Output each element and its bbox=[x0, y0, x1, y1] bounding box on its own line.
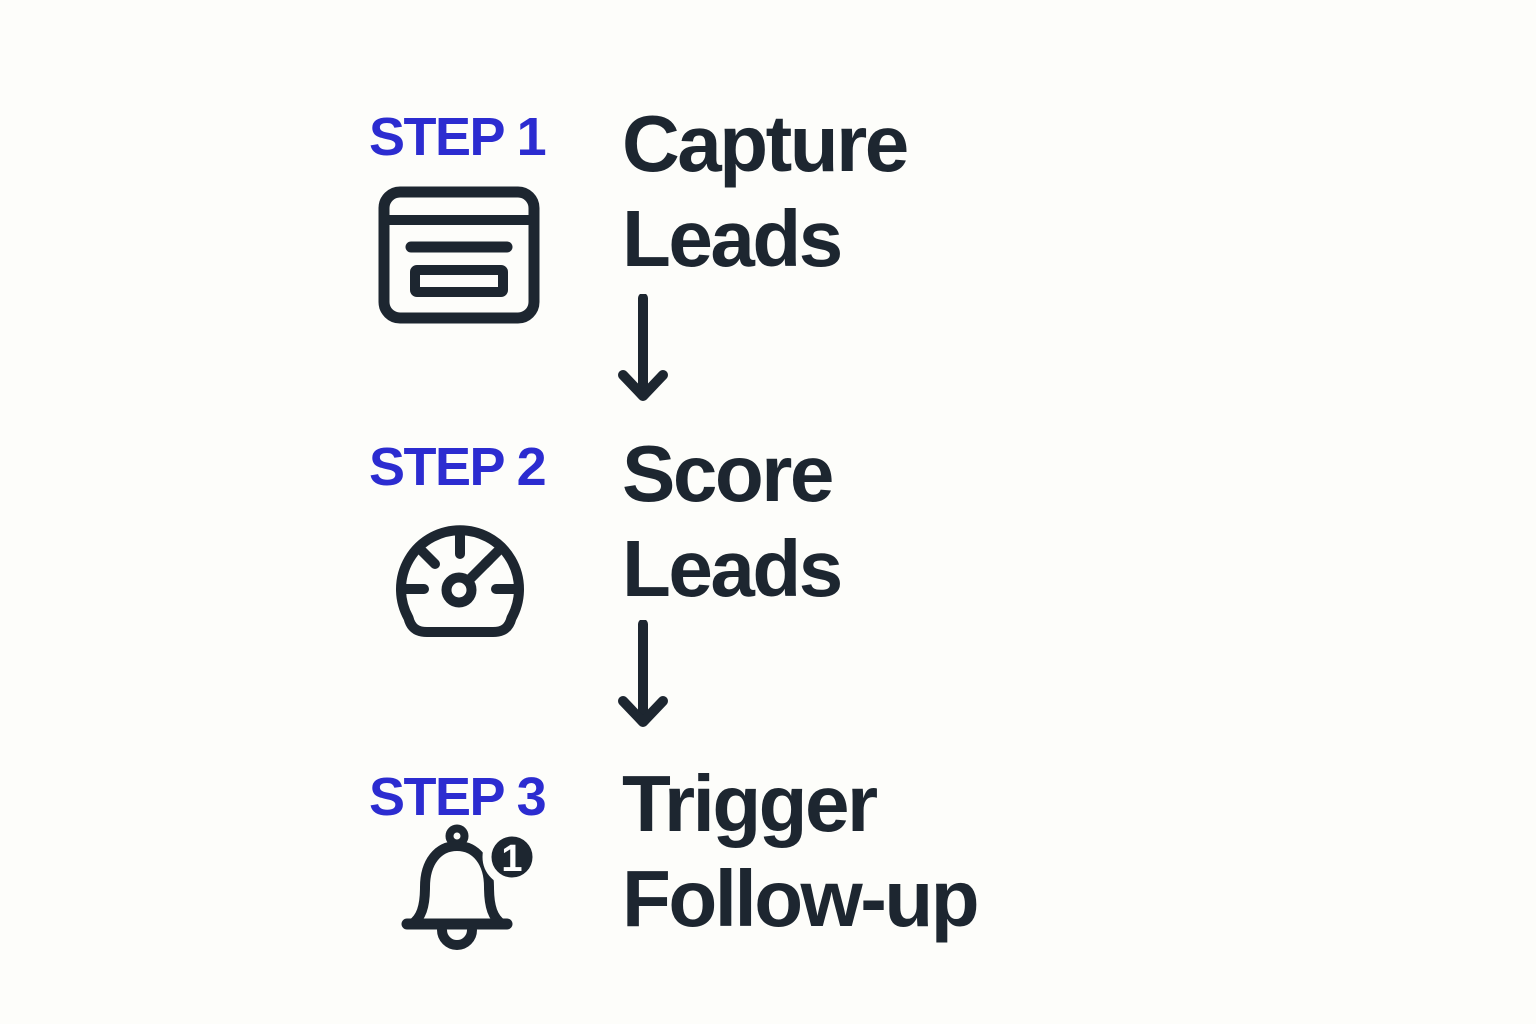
speedometer-icon bbox=[396, 525, 524, 637]
step-2-label: STEP 2 bbox=[369, 437, 547, 497]
step-3-title-line-1: Trigger bbox=[622, 759, 878, 848]
notification-badge: 1 bbox=[482, 827, 542, 887]
step-3-title-line-2: Follow-up bbox=[622, 854, 980, 943]
down-arrow-icon bbox=[618, 620, 668, 727]
step-2-title: Score Leads bbox=[622, 426, 843, 616]
down-arrow-icon bbox=[618, 294, 668, 401]
step-1-title-line-2: Leads bbox=[622, 194, 843, 283]
step-1-title: Capture Leads bbox=[622, 96, 909, 286]
step-3-label: STEP 3 bbox=[369, 767, 547, 827]
step-2-title-line-1: Score bbox=[622, 429, 834, 518]
step-1-title-line-1: Capture bbox=[622, 99, 909, 188]
bell-notification-icon: 1 bbox=[401, 824, 542, 950]
browser-window-form-icon bbox=[378, 186, 540, 324]
step-2-title-line-2: Leads bbox=[622, 524, 843, 613]
step-1-label: STEP 1 bbox=[369, 107, 547, 167]
step-3-title: Trigger Follow-up bbox=[622, 756, 980, 946]
notification-count: 1 bbox=[501, 838, 522, 880]
